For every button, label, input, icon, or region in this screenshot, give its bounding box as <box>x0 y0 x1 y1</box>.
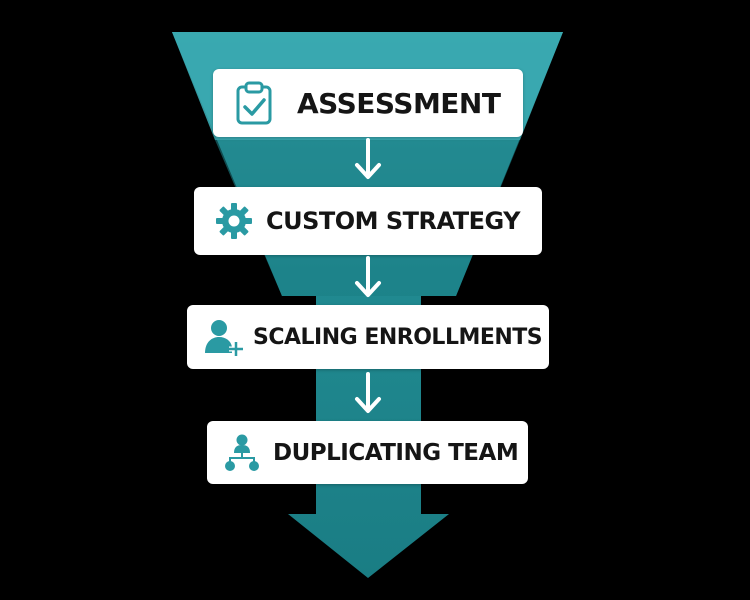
gear-icon <box>214 201 254 241</box>
team-network-icon <box>223 433 261 473</box>
stage-label: ASSESSMENT <box>297 86 501 120</box>
stage-scaling-enrollments: SCALING ENROLLMENTS <box>187 305 549 369</box>
clipboard-check-icon <box>235 80 273 126</box>
stage-label: CUSTOM STRATEGY <box>266 207 521 235</box>
stage-label: DUPLICATING TEAM <box>273 439 519 466</box>
stage-duplicating-team: DUPLICATING TEAM <box>207 421 528 484</box>
arrow-down-icon <box>355 138 381 179</box>
stage-custom-strategy: CUSTOM STRATEGY <box>194 187 542 255</box>
arrow-down-icon <box>355 372 381 413</box>
user-add-icon <box>203 317 243 357</box>
stage-assessment: ASSESSMENT <box>213 69 523 137</box>
stage-label: SCALING ENROLLMENTS <box>253 324 543 350</box>
arrow-down-icon <box>355 256 381 297</box>
